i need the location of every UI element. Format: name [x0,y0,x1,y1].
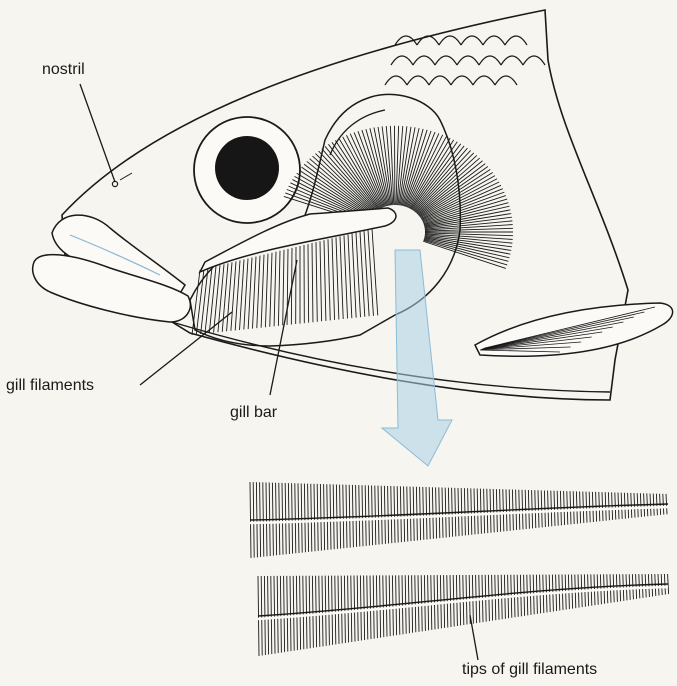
gill-filament-line [192,270,200,335]
gill-filament-line [320,241,322,321]
gill-filament-line [336,237,339,319]
filament-tip [645,574,646,597]
scale [461,36,483,45]
gill-filament-line [332,238,335,320]
gill-filament-line [424,239,509,261]
scale [473,76,495,85]
gill-filament-line [420,172,493,216]
scale [429,76,451,85]
scale [483,36,505,45]
label-gill-filaments: gill filaments [6,378,94,394]
enlarged-filament-lower [258,574,669,656]
scale [523,56,545,65]
filament-tip [431,575,432,630]
gill-filament-line [308,244,309,323]
filament-tip [642,574,643,598]
filament-tip [396,575,397,635]
scale [395,36,417,45]
gill-filament-line [205,267,212,334]
scale [451,76,473,85]
filament-tip [428,575,429,630]
filament-tip [629,574,630,600]
gill-filament-line [278,251,280,326]
gill-filament-line [412,144,461,210]
leader-nostril [80,84,115,182]
label-tips-of-gill-filaments: tips of gill filaments [462,662,597,678]
filament-tip [392,575,393,635]
gill-filament-line [287,249,288,325]
eye-pupil [215,136,279,200]
scale [439,36,461,45]
filament-tip [652,574,653,596]
filament-tip [632,574,633,599]
gill-filament-line [248,258,252,330]
gill-filament-line [209,266,216,333]
filament-tip [412,575,413,633]
enlarged-filament-upper [250,482,668,558]
gill-filament-line [316,242,317,322]
enlargement-arrow [382,250,452,466]
gill-filament-line [261,255,264,328]
gill-filament-line [274,252,276,327]
gill-filament-line [283,250,284,326]
gill-filament-line [328,239,330,320]
nostril-slit [120,173,132,180]
scale [495,76,517,85]
scale [501,56,523,65]
filament-tip [424,575,425,631]
gill-filament-line [270,253,272,327]
filament-tip [648,574,649,597]
scale [435,56,457,65]
scale [407,76,429,85]
nostril-dot [112,181,117,186]
gill-filament-line [360,232,365,317]
scale [479,56,501,65]
gill-filament-line [244,258,248,329]
gill-filament-line [340,236,343,319]
filament-tip [437,575,438,629]
scale [385,76,407,85]
leader-gill-filaments [140,312,232,385]
gill-filament-line [348,234,352,318]
label-nostril: nostril [42,62,85,78]
gill-arch-inner [330,110,385,155]
filament-tip [639,574,640,598]
label-gill-bar: gill bar [230,405,277,421]
gill-filament-line [257,256,260,329]
filament-tip [418,575,419,632]
gill-filament-line [235,260,240,330]
gill-filament-line [424,240,508,265]
gill-filament-line [344,235,348,318]
filament-tip [636,574,637,599]
scale [413,56,435,65]
filament-tip [408,575,409,633]
gill-filament-line [252,257,256,329]
gill-filament-line [324,240,326,321]
filament-tip [405,575,406,633]
gill-filament-line [240,259,244,330]
filament-tip [440,575,441,628]
scale [457,56,479,65]
filament-tip [434,575,435,629]
gill-filament-line [265,254,268,328]
filament-tip [415,575,416,632]
gill-filament-line [196,269,204,335]
gill-filament-line [364,231,369,317]
scales [385,36,545,85]
gill-filament-line [352,234,356,318]
filament-tip [399,575,400,634]
gill-filament-line [312,243,313,322]
filament-tip [402,575,403,634]
gill-filament-line [356,233,360,318]
filament-tip [421,575,422,631]
scale [505,36,527,45]
scale [391,56,413,65]
